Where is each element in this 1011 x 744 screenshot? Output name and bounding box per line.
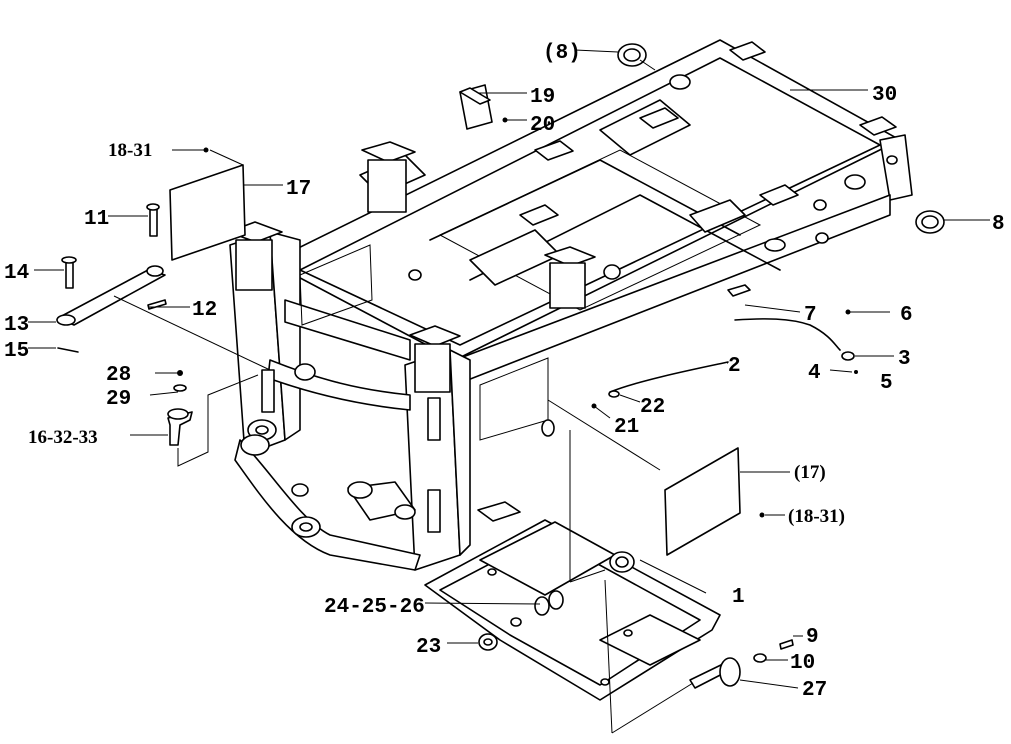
bolt-28 [177,370,183,376]
plate-17-lower [664,447,741,556]
callout-5: 5 [880,372,893,395]
callout-15: 15 [4,340,29,363]
callout-19: 19 [530,86,555,109]
callout-29: 29 [106,388,131,411]
callout-27: 27 [802,679,827,702]
callout-10: 10 [790,652,815,675]
callout-22: 22 [640,396,665,419]
callout-12: 12 [192,299,217,322]
callout-30: 30 [872,84,897,107]
pin-15 [57,347,79,353]
callout-2: 2 [728,355,741,378]
bushing-16-32-33 [167,408,193,446]
callout-6: 6 [900,304,913,327]
seal-ring-8-upper [617,43,647,67]
callout-3: 3 [898,348,911,371]
callout-20: 20 [530,114,555,137]
hose-7 [734,318,841,351]
seal-ring-8 [915,210,945,234]
callout-7: 7 [804,304,817,327]
callout-4: 4 [808,362,821,385]
callout-21: 21 [614,416,639,439]
callout-24-25-26: 24-25-26 [324,596,425,619]
washer-10 [753,653,767,663]
hose-2 [609,361,729,393]
bolt-18-31-lower [759,512,765,518]
main-frame-body [227,39,913,571]
callout-16-32-33: 16-32-33 [28,427,98,448]
callout-28: 28 [106,364,131,387]
callout-13: 13 [4,314,29,337]
lower-frame-1 [424,519,721,701]
bushing-23 [478,633,498,651]
washer-29 [173,384,187,392]
callout-1: 1 [732,586,745,609]
leader-lines [28,49,990,734]
fitting-3 [841,351,855,361]
washers-24-25-26 [534,590,564,616]
callout-8-paren: (8) [543,42,581,65]
pin-12 [147,299,167,310]
bolt-9 [779,639,794,650]
pin-11 [146,203,160,237]
callout-17: 17 [286,178,311,201]
callout-18-31: 18-31 [108,140,152,161]
plate-17 [169,164,246,261]
fitting-22 [608,390,620,398]
bar-13 [56,265,166,326]
callout-9: 9 [806,626,819,649]
pin-14 [61,256,77,289]
bracket-19 [459,84,508,130]
callout-8: 8 [992,213,1005,236]
callout-11: 11 [84,208,109,231]
callout-18-31-paren: (18-31) [788,506,845,527]
callout-17-paren: (17) [794,462,826,483]
bolt-18-31 [203,147,209,153]
fitting-5 [854,370,858,374]
callout-14: 14 [4,262,29,285]
callout-23: 23 [416,636,441,659]
pin-27 [689,657,741,689]
fitting-6 [845,309,851,315]
